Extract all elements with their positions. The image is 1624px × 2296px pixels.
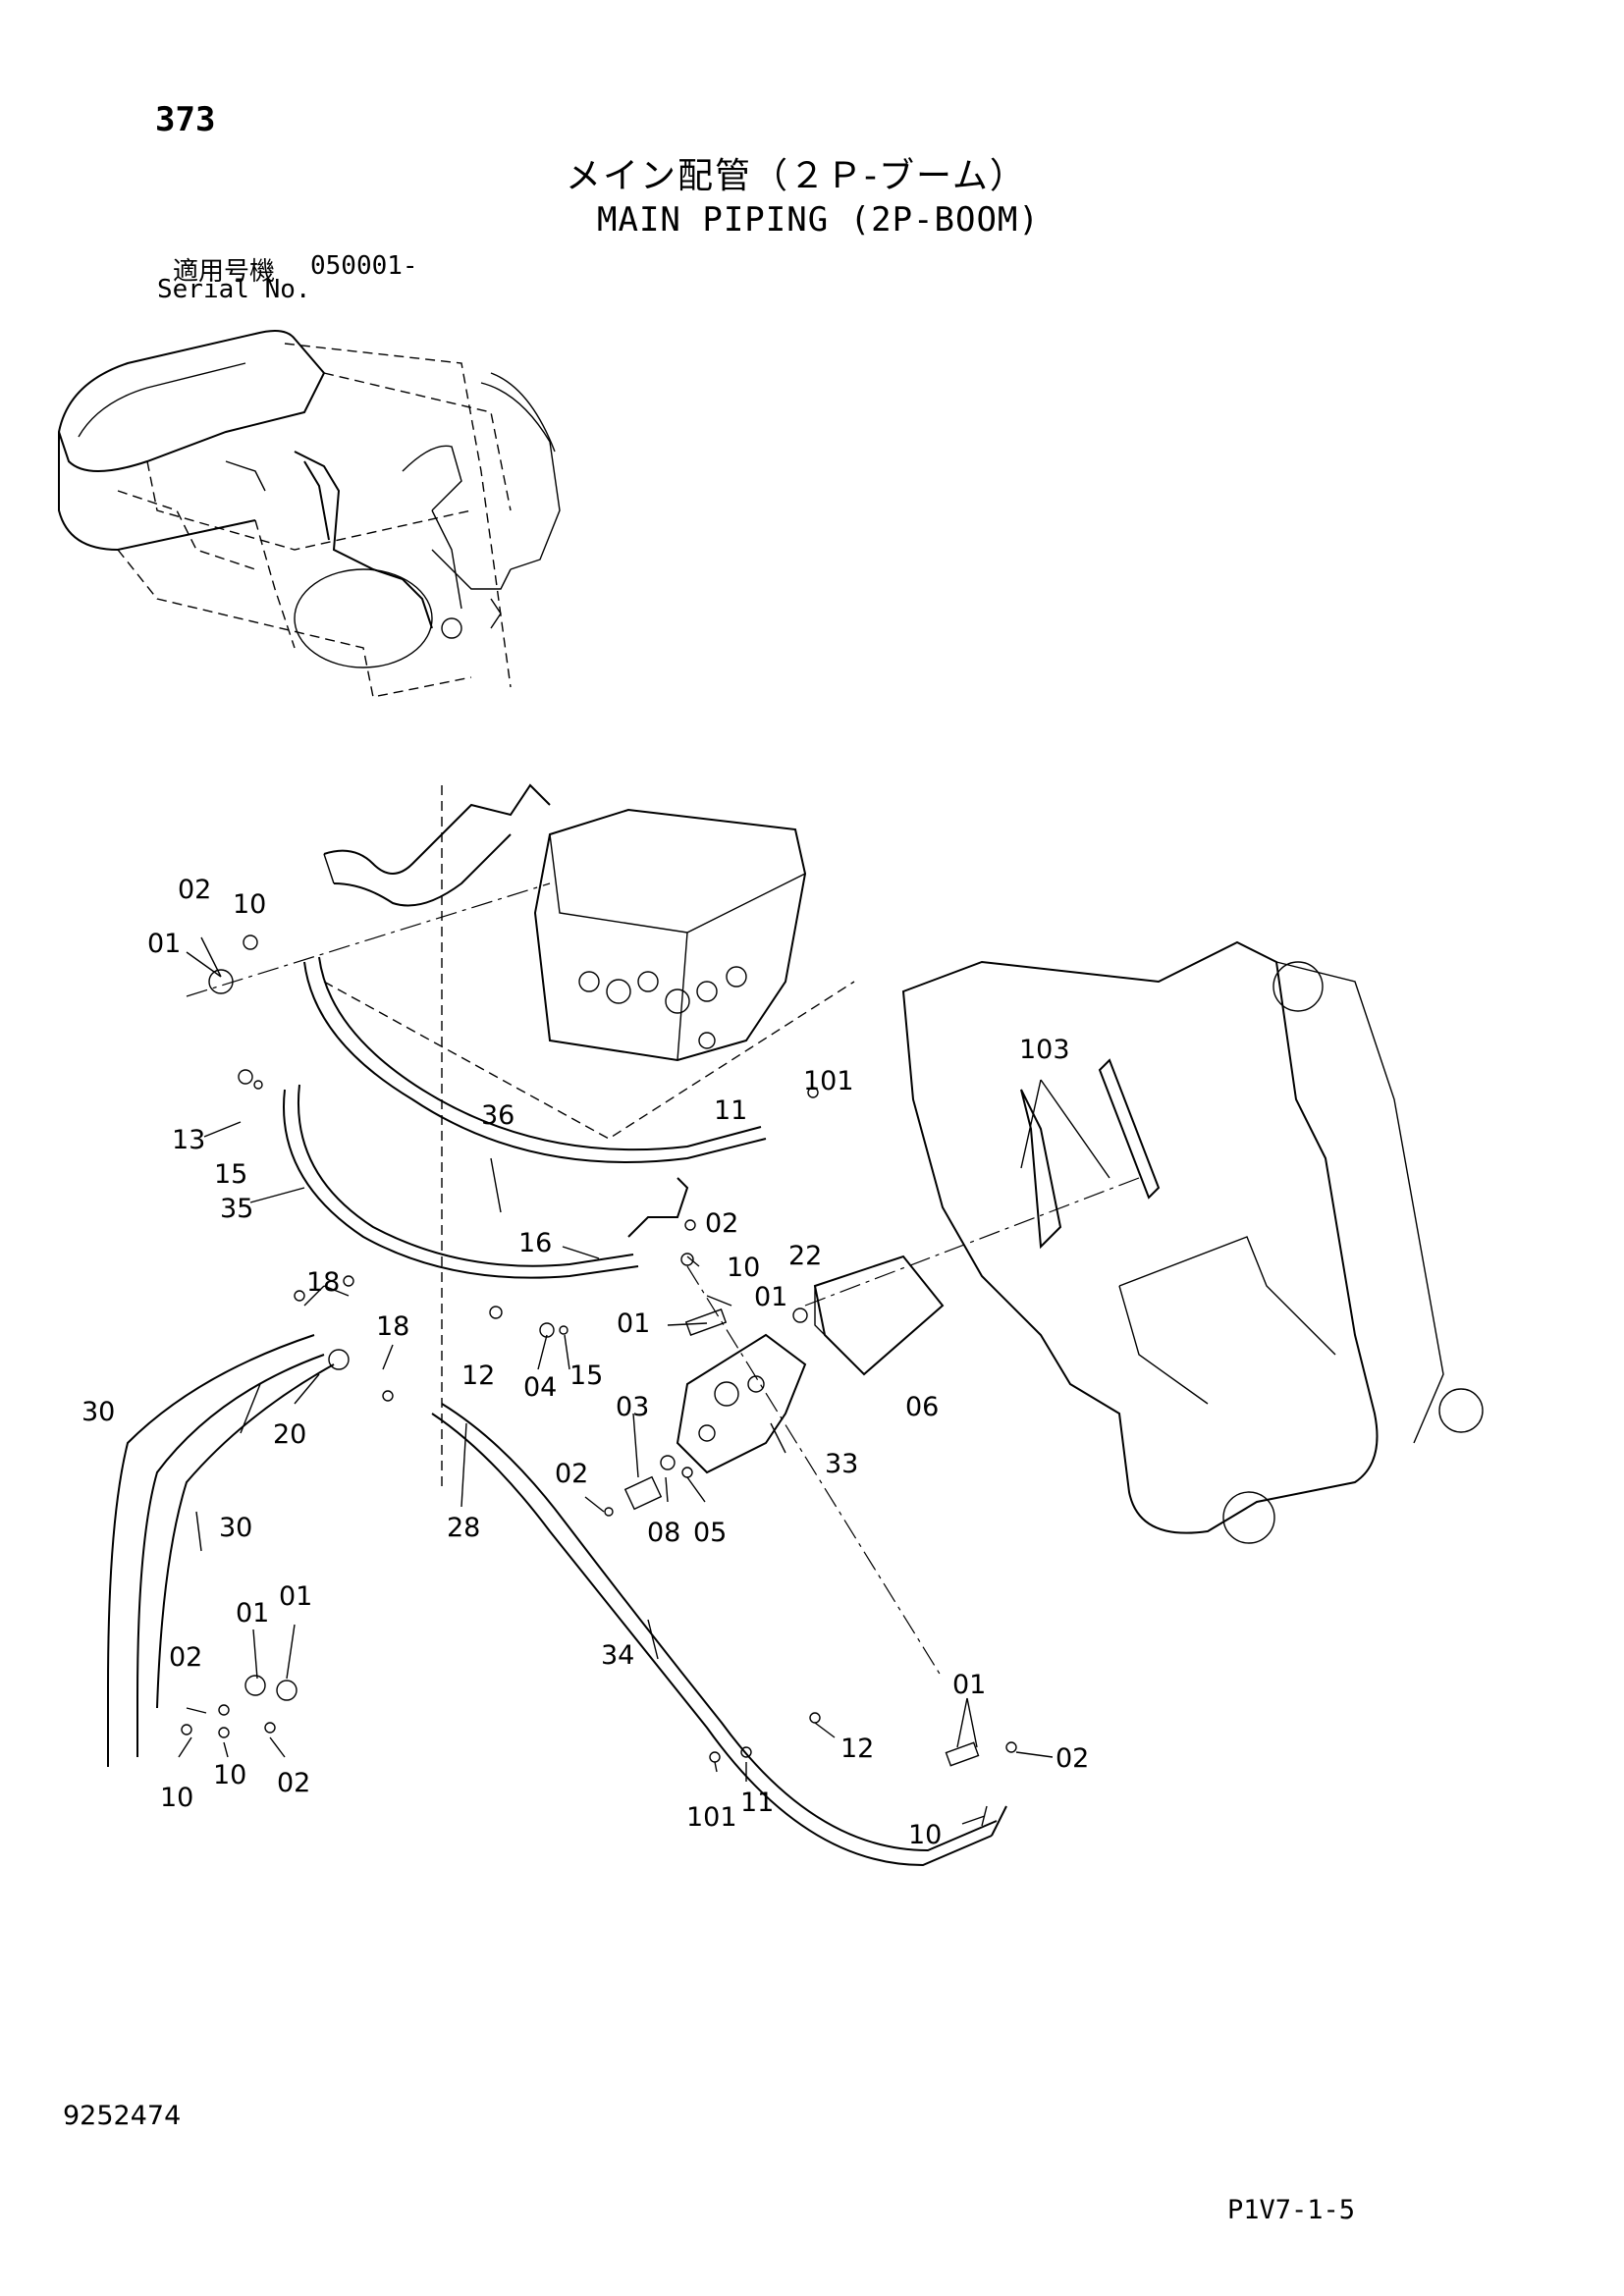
callout-10: 10 bbox=[213, 1760, 246, 1790]
leader-lines bbox=[178, 936, 1110, 1825]
callout-15: 15 bbox=[214, 1159, 247, 1190]
callout-101: 101 bbox=[803, 1066, 854, 1096]
callout-35: 35 bbox=[220, 1194, 253, 1224]
callout-08: 08 bbox=[647, 1518, 680, 1548]
callout-30: 30 bbox=[81, 1397, 115, 1427]
callout-10: 10 bbox=[233, 889, 266, 920]
boom-bracket-outline bbox=[686, 940, 1484, 1680]
callout-15: 15 bbox=[569, 1361, 603, 1391]
fittings-and-fasteners bbox=[181, 934, 1017, 1827]
callout-13: 13 bbox=[172, 1125, 205, 1155]
callout-16: 16 bbox=[518, 1228, 552, 1258]
callout-103: 103 bbox=[1019, 1035, 1070, 1065]
callout-18: 18 bbox=[376, 1311, 409, 1342]
page-code: P1V7-1-5 bbox=[1227, 2195, 1356, 2225]
callout-36: 36 bbox=[481, 1100, 514, 1131]
callout-10: 10 bbox=[727, 1253, 760, 1283]
callout-02: 02 bbox=[169, 1642, 202, 1673]
callout-02: 02 bbox=[277, 1768, 310, 1798]
callout-03: 03 bbox=[616, 1392, 649, 1422]
title-english: MAIN PIPING (2P-BOOM) bbox=[597, 200, 1040, 240]
callout-30: 30 bbox=[219, 1513, 252, 1543]
callout-01: 01 bbox=[279, 1581, 312, 1612]
callout-10: 10 bbox=[908, 1820, 942, 1850]
callout-01: 01 bbox=[617, 1308, 650, 1339]
callout-02: 02 bbox=[705, 1208, 738, 1239]
page-number: 373 bbox=[155, 100, 216, 139]
title-japanese: メイン配管（２Ｐ-ブーム） bbox=[566, 156, 1027, 196]
control-valve-outline bbox=[186, 783, 855, 1487]
callout-18: 18 bbox=[306, 1267, 340, 1298]
document-number: 9252474 bbox=[63, 2101, 182, 2131]
callout-01: 01 bbox=[236, 1598, 269, 1629]
callout-01: 01 bbox=[754, 1282, 787, 1312]
callout-20: 20 bbox=[273, 1419, 306, 1450]
bracket-06 bbox=[813, 1255, 945, 1376]
serial-label-english: Serial No. bbox=[157, 275, 311, 304]
callout-11: 11 bbox=[714, 1095, 747, 1126]
callout-28: 28 bbox=[447, 1513, 480, 1543]
callout-labels: 02 10 01 13 15 36 11 101 35 103 16 02 10… bbox=[81, 875, 1089, 1850]
callout-12: 12 bbox=[840, 1734, 874, 1764]
hoses bbox=[107, 956, 1007, 1867]
callout-02: 02 bbox=[1056, 1743, 1089, 1774]
serial-value: 050001- bbox=[310, 251, 418, 281]
callout-11: 11 bbox=[740, 1788, 774, 1818]
valve-33 bbox=[623, 1333, 807, 1511]
serial-label-japanese: 適用号機 bbox=[173, 257, 276, 287]
callout-05: 05 bbox=[693, 1518, 727, 1548]
callout-02: 02 bbox=[178, 875, 211, 905]
callout-34: 34 bbox=[601, 1640, 634, 1671]
callout-06: 06 bbox=[905, 1392, 939, 1422]
callout-04: 04 bbox=[523, 1372, 557, 1403]
callout-12: 12 bbox=[461, 1361, 495, 1391]
callout-02: 02 bbox=[555, 1459, 588, 1489]
overview-machine-illustration bbox=[57, 329, 561, 698]
callout-10: 10 bbox=[160, 1783, 193, 1813]
callout-33: 33 bbox=[825, 1449, 858, 1479]
callout-01: 01 bbox=[147, 929, 181, 959]
callout-01: 01 bbox=[952, 1670, 986, 1700]
callout-101: 101 bbox=[686, 1802, 737, 1833]
callout-22: 22 bbox=[788, 1241, 822, 1271]
